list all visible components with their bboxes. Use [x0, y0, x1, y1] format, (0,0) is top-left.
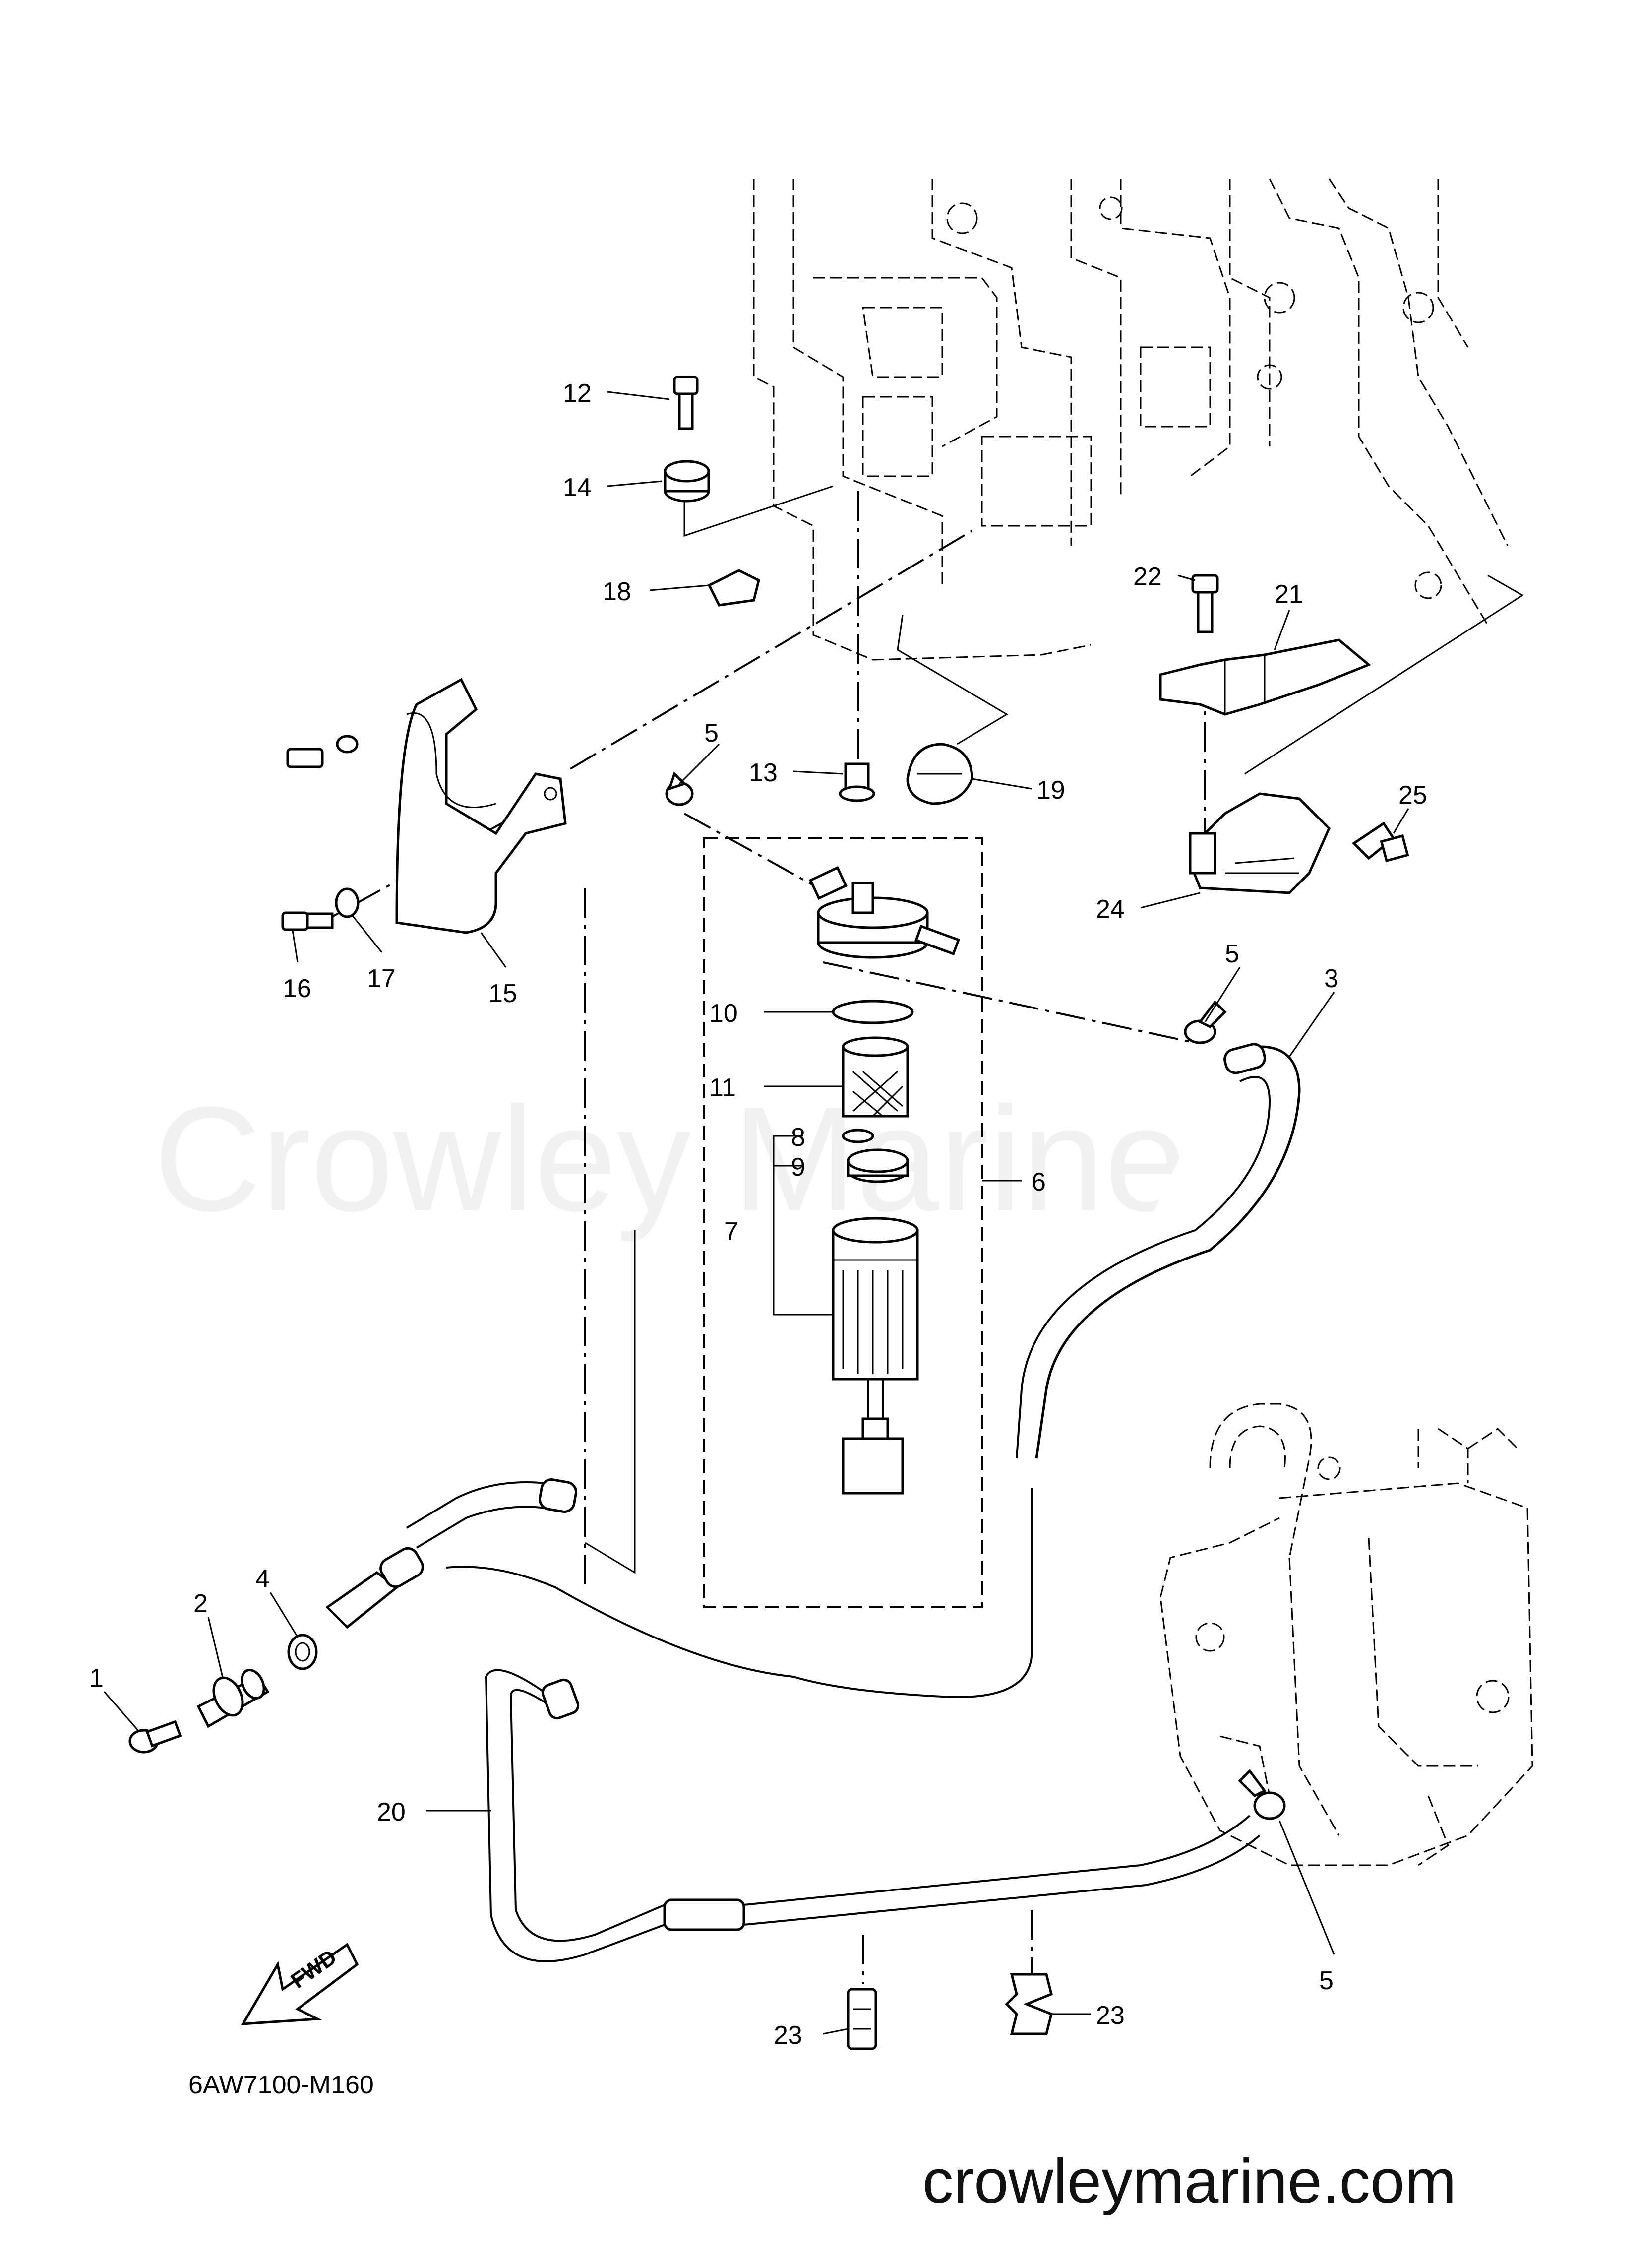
engine-block-outline: [753, 178, 1509, 661]
callout-16: 16: [283, 974, 311, 1003]
callout-9: 9: [791, 1153, 805, 1182]
clamp-5-lower: [1238, 1769, 1286, 1820]
callout-numbers: 12 14 18 22 21 5 13 19 25 24 5 3 10 11 8…: [89, 379, 1427, 2050]
clip-4: [287, 1634, 318, 1670]
collar-13: [839, 762, 875, 802]
watermark-text: Crowley Marine: [154, 1075, 1187, 1243]
screw-1: [128, 1720, 182, 1754]
callout-18: 18: [603, 577, 631, 606]
callout-2: 2: [193, 1589, 208, 1618]
vapor-separator-outline: [1159, 1403, 1533, 1866]
bracket-line-7: [773, 1135, 833, 1316]
clip-18: [707, 569, 760, 607]
filter-element-11: [842, 1036, 909, 1118]
hose-3-end: [1223, 1043, 1266, 1074]
callout-5-top: 5: [704, 719, 719, 748]
connector-line-19: [897, 615, 1008, 745]
connector-line-14: [683, 485, 834, 537]
bolt-25: [1352, 821, 1409, 863]
connector-line-hose: [585, 1230, 636, 1574]
callout-19: 19: [1036, 776, 1065, 805]
washer-17: [335, 887, 360, 918]
bolt-12: [673, 376, 699, 430]
hose-3: [446, 1045, 1301, 1698]
callout-10: 10: [709, 999, 738, 1028]
clamp-5-upper: [1184, 1000, 1227, 1044]
callout-22: 22: [1133, 563, 1162, 591]
callout-23-right: 23: [1096, 2001, 1125, 2030]
grommet-14: [664, 460, 710, 503]
screw-upper: [286, 735, 359, 768]
fuel-filter-assembly-box: [703, 837, 983, 1608]
clip-23-left: [847, 1935, 877, 2050]
o-ring-10: [832, 1000, 914, 1024]
fwd-arrow-icon: FWD: [241, 1943, 359, 2025]
callout-5-lower: 5: [1319, 1966, 1334, 1995]
diagram-code: 6AW7100-M160: [188, 2071, 374, 2099]
callout-1: 1: [89, 1664, 104, 1693]
bolt-16: [281, 911, 334, 931]
callout-20: 20: [377, 1798, 406, 1827]
callout-15: 15: [488, 979, 517, 1008]
callout-12: 12: [563, 379, 592, 408]
callout-25: 25: [1398, 781, 1427, 810]
callout-7: 7: [724, 1217, 738, 1246]
bracket-15: [395, 678, 567, 934]
callout-24: 24: [1096, 895, 1125, 924]
clamp-5-top: [665, 771, 694, 806]
bracket-21: [1159, 638, 1371, 716]
fuel-hose-upper: [325, 1478, 578, 1629]
callout-11: 11: [709, 1073, 736, 1102]
filter-head: [809, 866, 960, 959]
callout-14: 14: [563, 473, 592, 502]
center-lines: [312, 491, 1206, 1587]
callout-8: 8: [791, 1123, 805, 1152]
leader-lines: [103, 391, 1409, 2035]
filter-cup-7: [832, 1217, 919, 1495]
connector-line-24: [1244, 574, 1524, 775]
callout-6: 6: [1032, 1168, 1046, 1197]
float-9: [847, 1148, 909, 1183]
callout-21: 21: [1275, 580, 1303, 609]
clip-23-right: [1005, 1910, 1053, 2035]
callout-4: 4: [255, 1565, 270, 1593]
callout-17: 17: [367, 964, 396, 993]
hose-20: [485, 1669, 1261, 1962]
holder-19: [906, 743, 973, 805]
bracket-24: [1189, 792, 1331, 894]
ring-8: [842, 1129, 874, 1143]
bolt-22: [1191, 574, 1219, 633]
site-url: crowleymarine.com: [922, 2147, 1457, 2216]
callout-23-left: 23: [774, 2021, 802, 2050]
callout-3: 3: [1324, 964, 1338, 993]
callout-13: 13: [749, 758, 778, 787]
callout-5-mid: 5: [1225, 940, 1239, 968]
joint-2: [196, 1669, 270, 1728]
